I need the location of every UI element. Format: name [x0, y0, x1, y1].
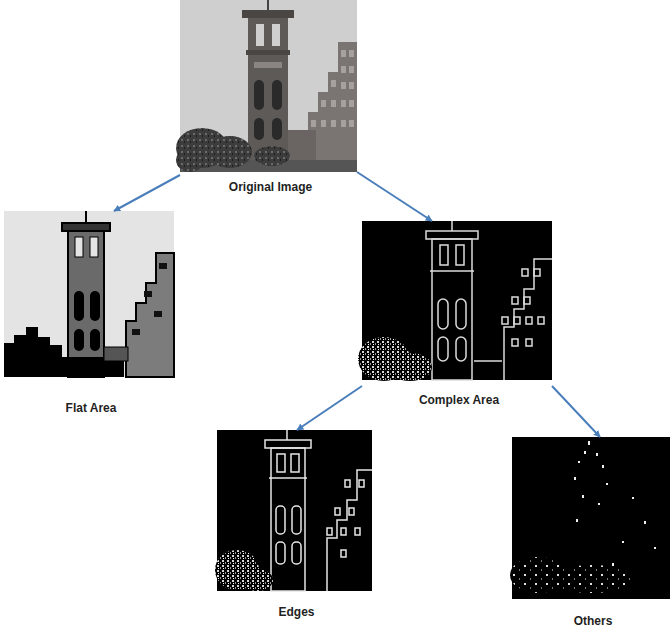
- original-photo: [176, 0, 357, 172]
- panel-caption: Edges: [217, 605, 376, 619]
- panel-caption: Complex Area: [362, 393, 556, 407]
- image-panel: Edges: [217, 430, 376, 621]
- flow-arrow: [114, 175, 180, 211]
- image-panel: Complex Area: [362, 221, 556, 409]
- panel-caption: Others: [512, 614, 672, 628]
- others-image: [510, 437, 670, 599]
- complex-area-image: [358, 221, 552, 381]
- image-panel: Flat Area: [4, 211, 178, 417]
- flat-area-image: [4, 211, 174, 377]
- edges-image: [215, 430, 372, 591]
- flow-arrow: [552, 386, 600, 437]
- flow-arrow: [357, 172, 432, 221]
- panel-caption: Original Image: [180, 180, 361, 194]
- panel-caption: Flat Area: [4, 401, 178, 415]
- flow-arrow: [297, 386, 362, 430]
- image-panel: Others: [512, 437, 672, 630]
- image-panel: Original Image: [180, 0, 361, 196]
